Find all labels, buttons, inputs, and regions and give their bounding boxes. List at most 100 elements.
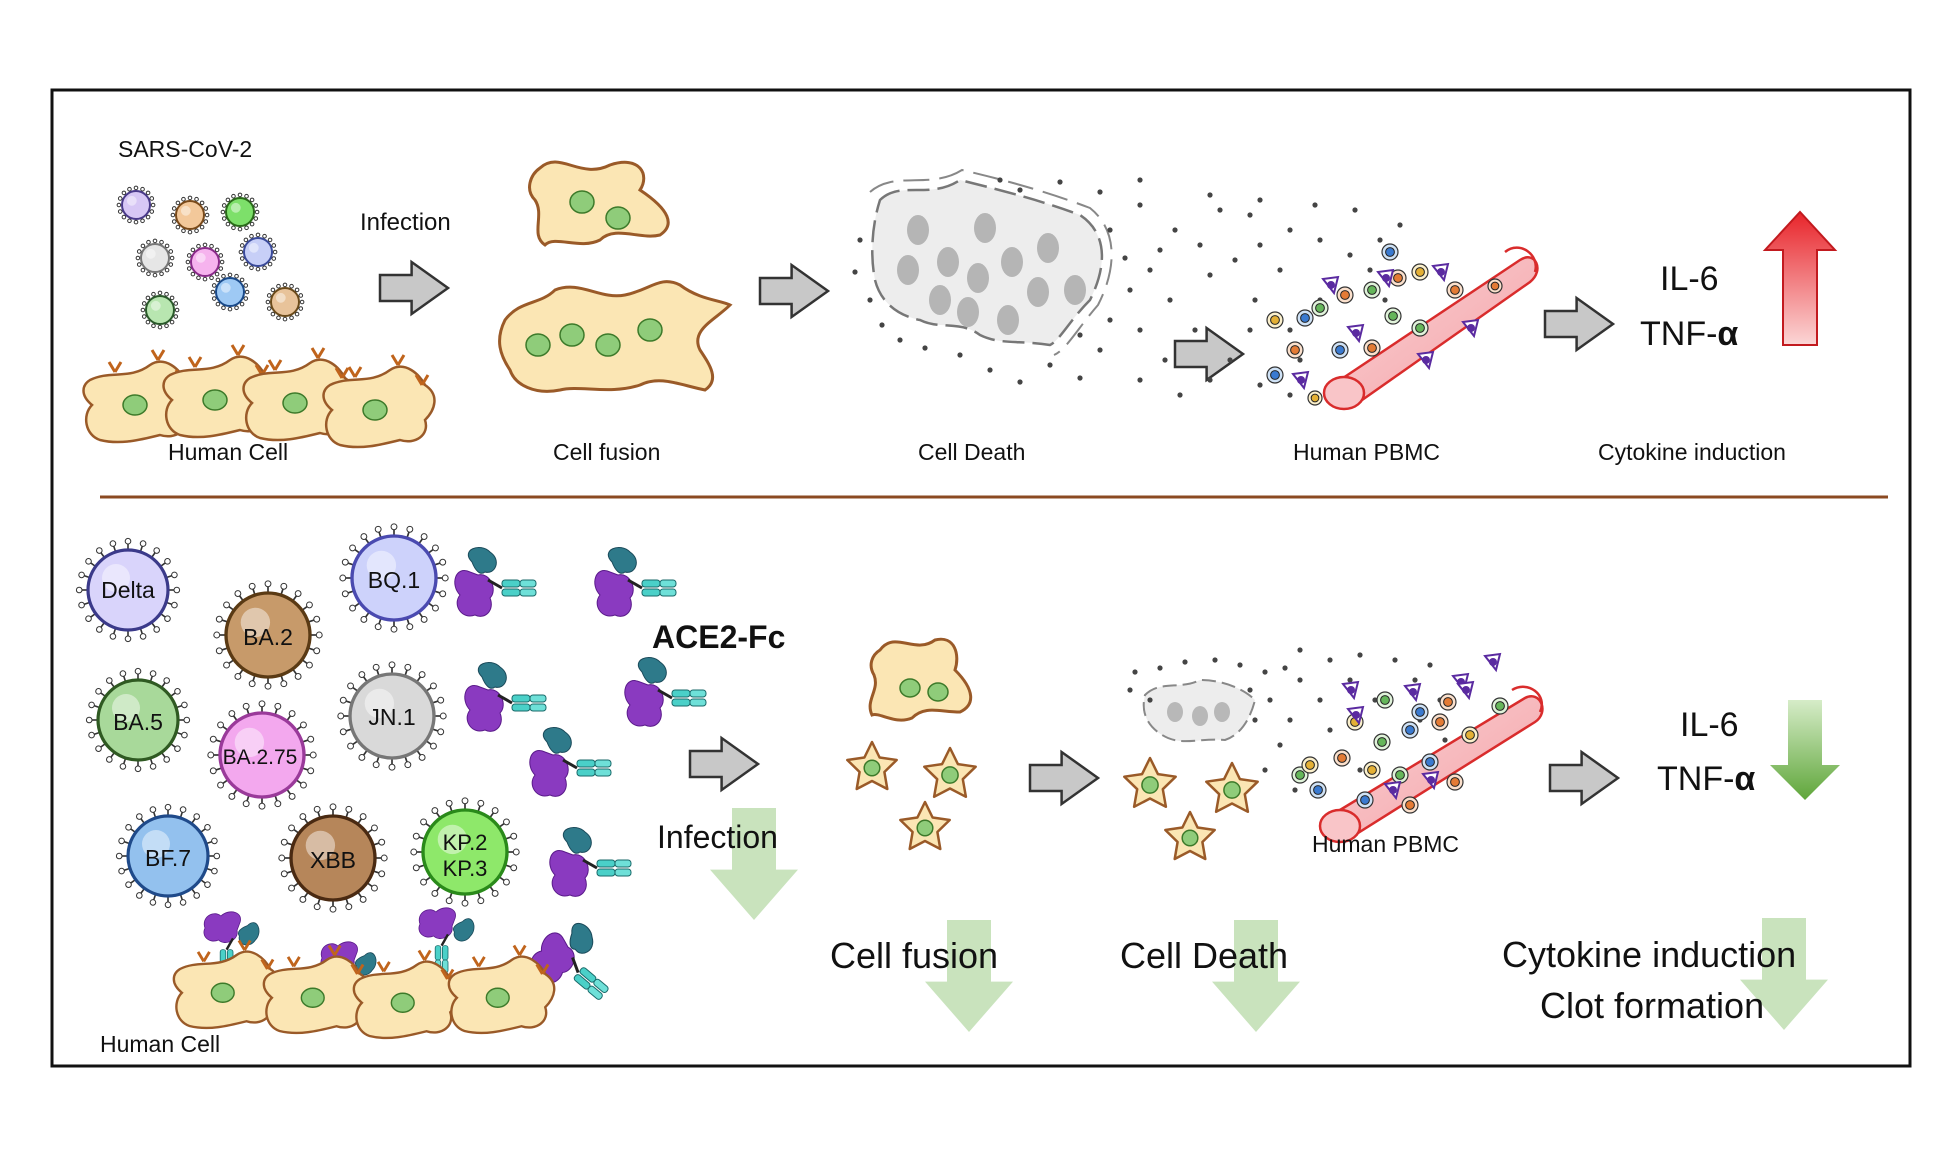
virus-spike-tip — [190, 247, 196, 253]
debris-dot — [1247, 327, 1253, 333]
virus-spike-tip — [276, 315, 281, 321]
debris-dot — [1292, 787, 1298, 793]
virus-spike-tip — [127, 218, 132, 224]
debris-dot — [1057, 179, 1063, 185]
virus-spike-tip — [151, 323, 156, 329]
pbmc-nucleus — [1270, 370, 1280, 380]
virus-spike-tip — [249, 197, 255, 203]
pbmc-cell — [1266, 311, 1284, 329]
virus-spike-tip — [491, 807, 499, 814]
top-cell-death-label: Cell Death — [918, 439, 1025, 465]
virus-spike-tip — [503, 878, 510, 886]
variant-label-xbb: XBB — [310, 847, 356, 873]
virus-shine — [437, 824, 468, 855]
virus-spike-tip — [179, 899, 187, 906]
star-cell — [1205, 761, 1259, 814]
pbmc-nucleus — [1415, 267, 1425, 277]
star-cell — [1164, 810, 1216, 861]
pbmc-nucleus — [1305, 760, 1315, 770]
debris-dot — [1282, 665, 1288, 671]
virus-shine — [305, 830, 336, 861]
debris-dot — [1287, 327, 1293, 333]
virus-spike-tip — [196, 243, 201, 249]
virus-spike-tip — [445, 799, 453, 807]
virus-spike-tip — [430, 682, 437, 690]
ace2-domain-purple — [454, 570, 494, 617]
pbmc-nucleus — [1335, 345, 1345, 355]
virus-spike-tip — [149, 806, 157, 813]
virus-spike-tip — [288, 793, 296, 800]
pbmc-nucleus — [1465, 730, 1475, 740]
tnf-greek: α — [1717, 315, 1738, 353]
virus-spike-tip — [339, 696, 347, 704]
virus-spike-tip — [294, 673, 302, 680]
virus-spike-tip — [124, 635, 132, 643]
virus-spike-tip — [420, 533, 428, 540]
pbmc-cell — [1376, 691, 1394, 709]
pbmc-nucleus — [1450, 777, 1460, 787]
ace2-fc-molecule — [464, 662, 547, 732]
virus-spike-tip — [253, 216, 259, 221]
ace2-receptor — [440, 968, 455, 980]
pbmc-purple-nucleus — [1352, 329, 1360, 337]
virus-spike-tip — [173, 301, 179, 306]
pbmc-nucleus — [1490, 281, 1500, 291]
fc-domain — [594, 759, 612, 768]
process-arrow — [758, 262, 831, 320]
debris-dot — [1147, 697, 1153, 703]
virus-spike-tip — [358, 671, 366, 678]
dead-nucleus — [929, 285, 951, 315]
virus-spike-tip — [164, 291, 169, 297]
bottom-pbmc-cells — [1291, 652, 1509, 814]
virus-spike-tip — [203, 219, 209, 224]
virus-shine — [275, 292, 286, 303]
pbmc-cell — [1401, 721, 1419, 739]
debris-dot — [867, 297, 873, 303]
virus-spike-tip — [270, 311, 276, 317]
virus-spike-tip — [163, 756, 170, 763]
virus-spike-tip — [339, 728, 347, 736]
virus-spike-tip — [204, 212, 210, 218]
virus-spike-tip — [272, 249, 278, 255]
virus-spike-tip — [140, 267, 146, 273]
virus-spike-tip — [234, 273, 239, 279]
nucleus — [569, 190, 595, 214]
ace2-fc-molecule — [529, 727, 612, 797]
virus-spike-tip — [309, 751, 317, 759]
nucleus — [605, 206, 631, 230]
debris-dot — [897, 337, 903, 343]
virus-spike-tip — [239, 277, 245, 283]
pbmc-cell — [1391, 766, 1409, 784]
pbmc-nucleus — [1367, 765, 1377, 775]
pbmc-purple-nucleus — [1382, 274, 1390, 282]
bottom-pbmc-label: Human PBMC — [1312, 831, 1459, 857]
fc-domain — [596, 868, 616, 877]
virus-spike-tip — [267, 237, 273, 243]
virus-spike-tip — [249, 265, 254, 271]
virus-body — [121, 190, 151, 220]
virus-spike-tip — [149, 899, 157, 906]
virus-shine — [230, 202, 241, 213]
virus-spike-tip — [288, 884, 295, 892]
ace2-receptor — [347, 366, 363, 378]
virus-spike-tip — [244, 193, 249, 199]
top-virus-cluster — [116, 185, 305, 330]
virus-spike-tip — [477, 799, 485, 807]
debris-dot — [1427, 662, 1433, 668]
human-cell — [352, 949, 461, 1040]
virus-shine — [180, 205, 191, 216]
virus-spike-tip — [266, 306, 272, 311]
top-cytokine-label: Cytokine induction — [1598, 439, 1786, 465]
virus-spike-tip — [106, 756, 113, 763]
virus-spike-tip — [190, 271, 196, 277]
virus-spike-tip — [294, 590, 302, 597]
virus-spike-tip — [145, 319, 151, 325]
virus-spike-tip — [307, 767, 315, 775]
virus-spike-tip — [210, 289, 216, 295]
virus-body — [190, 247, 220, 277]
ace2-receptor — [260, 958, 275, 970]
virus-spike-tip — [181, 701, 188, 709]
virus-spike-tip — [209, 275, 214, 281]
virus-body — [421, 808, 509, 896]
virus-spike-tip — [211, 867, 218, 875]
